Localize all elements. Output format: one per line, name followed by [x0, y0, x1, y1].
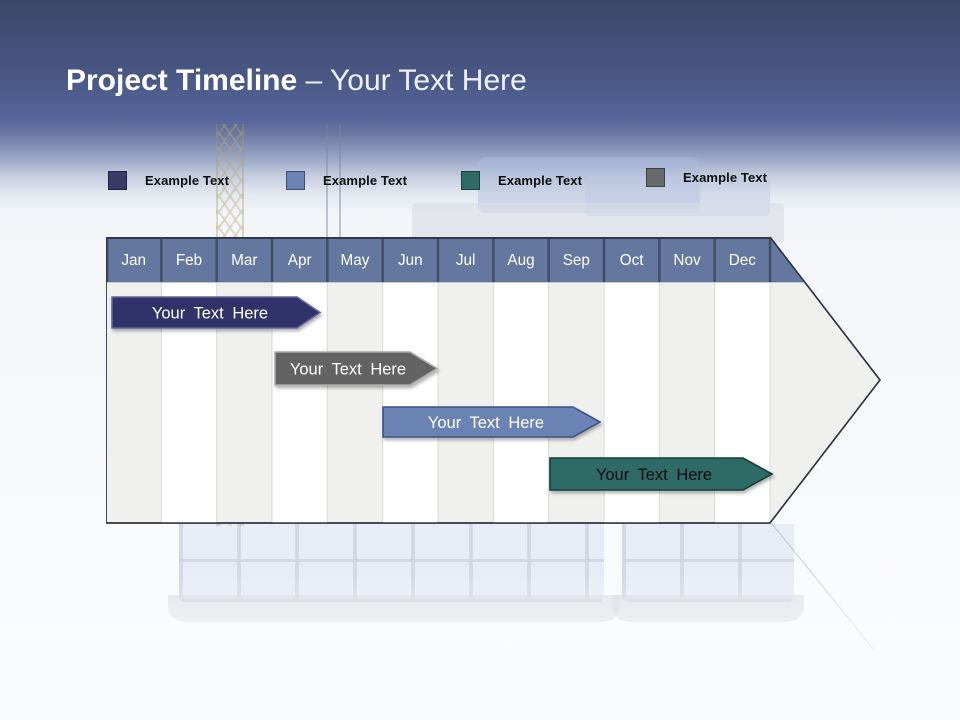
watermark-fade	[0, 572, 960, 720]
timeline-bar-1: Your Text Here	[111, 296, 322, 329]
building-windows-watermark	[622, 524, 794, 602]
timeline-bar-4-shape	[549, 457, 774, 491]
timeline-bar-4: Your Text Here	[549, 457, 774, 491]
legend-item: Example Text	[461, 169, 582, 191]
header-cell-borders	[106, 237, 772, 282]
timeline-bar-2: Your Text Here	[274, 351, 439, 386]
month-labels: Jan Feb Mar Apr May Jun Jul Aug Sep Oct …	[121, 252, 756, 269]
month-label: Sep	[563, 252, 590, 269]
legend-label: Example Text	[683, 169, 768, 185]
legend-item: Example Text	[108, 169, 229, 191]
month-header-band	[106, 237, 818, 282]
arrow-reflection-line	[771, 523, 877, 653]
page-title: Project Timeline – Your Text Here	[66, 60, 527, 102]
timeline-bar-1-shape	[111, 296, 322, 329]
month-label: May	[341, 252, 370, 269]
timeline-bar-1-label: Your Text Here	[152, 305, 268, 323]
building-windows-watermark	[179, 524, 604, 602]
timeline-arrow-svg: Jan Feb Mar Apr May Jun Jul Aug Sep Oct …	[106, 237, 881, 524]
timeline-arrow-outline	[106, 237, 881, 524]
timeline-graphic: Jan Feb Mar Apr May Jun Jul Aug Sep Oct …	[106, 237, 886, 527]
legend-label: Example Text	[498, 172, 583, 188]
legend-swatch	[646, 167, 665, 187]
month-label: Oct	[620, 252, 645, 269]
month-column	[382, 282, 438, 523]
month-label: Feb	[176, 252, 202, 269]
timeline-bar-2-shape	[274, 351, 439, 386]
legend-label: Example Text	[323, 172, 408, 188]
legend-label: Example Text	[145, 172, 230, 188]
page-title-regular: – Your Text Here	[305, 64, 527, 97]
timeline-bar-3: Your Text Here	[382, 406, 602, 438]
month-label: Jun	[398, 252, 423, 269]
building-base-watermark	[168, 595, 620, 622]
legend-item: Example Text	[646, 166, 767, 188]
month-label: Jul	[456, 252, 476, 269]
month-label: Nov	[673, 252, 701, 269]
month-label: Dec	[729, 252, 757, 269]
month-label: Aug	[507, 252, 534, 269]
legend-swatch	[108, 170, 127, 190]
building-base-watermark	[612, 595, 804, 622]
month-label: Jan	[121, 252, 146, 269]
legend-swatch	[286, 170, 305, 190]
timeline-bar-2-label: Your Text Here	[290, 361, 406, 379]
month-column	[493, 282, 549, 523]
legend-swatch	[461, 170, 480, 190]
month-label: Mar	[231, 252, 257, 269]
timeline-bar-3-shape	[382, 406, 602, 438]
page-title-bold: Project Timeline	[66, 64, 298, 97]
timeline-bar-4-label: Your Text Here	[596, 466, 712, 484]
month-label: Apr	[288, 252, 312, 269]
legend-item: Example Text	[286, 169, 407, 191]
timeline-bar-3-label: Your Text Here	[428, 414, 544, 432]
